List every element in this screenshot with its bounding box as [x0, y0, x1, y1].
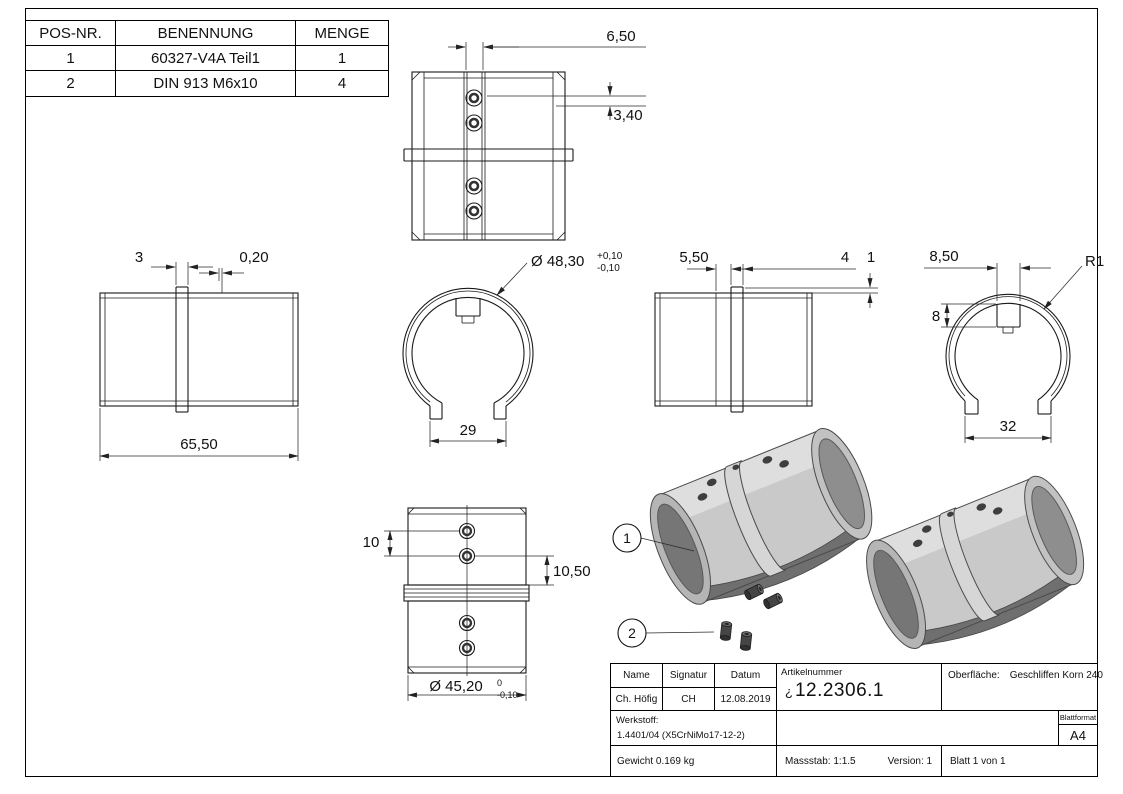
- view-front-bottom: 10 10,50 Ø 45,20 0 -0,10: [363, 505, 591, 701]
- dim-side-right-step: 1: [745, 249, 878, 308]
- dim-front-diameter: Ø 48,30 +0,10 -0,10: [496, 251, 623, 296]
- dim-side-left-step: 0,20: [199, 249, 269, 293]
- dim-text-dia-45-20-tol-plus: 0: [497, 678, 502, 688]
- balloon-1: 1: [612, 523, 695, 553]
- balloon-2-number: 2: [628, 625, 636, 641]
- dim-text-3-40: 3,40: [613, 107, 642, 124]
- parts-table-header-pos: POS-NR.: [26, 21, 116, 46]
- view-side-right: 5,50 4 1: [654, 249, 878, 413]
- blattformat-value: A4: [1070, 727, 1086, 743]
- sheet-border-frame: [25, 8, 1098, 777]
- dim-text-65-50: 65,50: [180, 436, 218, 453]
- dim-text-r1: R1: [1085, 253, 1104, 270]
- parts-table-header-menge: MENGE: [296, 21, 388, 46]
- dim-side-left-length: 65,50: [99, 408, 299, 461]
- parts-table-row1-qty: 1: [296, 46, 388, 71]
- parts-table-row1-name: 60327-V4A Teil1: [116, 46, 296, 71]
- dim-text-6-50: 6,50: [606, 28, 635, 45]
- dim-top-depth: 3,40: [487, 82, 646, 124]
- dim-text-dia-45-20: Ø 45,20: [429, 678, 482, 695]
- oberflaeche-value: Geschliffen Korn 240: [1009, 670, 1103, 681]
- dim-bottom-offset: 10,50: [475, 555, 591, 586]
- parts-table-header-benennung: BENENNUNG: [116, 21, 296, 46]
- dim-text-32: 32: [1000, 418, 1017, 435]
- dim-text-0-20: 0,20: [239, 249, 268, 266]
- dim-side-right-groove: 5,50: [679, 249, 744, 291]
- parts-table-row2-qty: 4: [337, 75, 347, 92]
- parts-table-row1-pos: 1: [26, 46, 116, 71]
- dim-circle-right-notch-width: 8,50: [924, 248, 1051, 301]
- balloon-1-number: 1: [623, 530, 631, 546]
- dim-text-dia-48-30: Ø 48,30: [531, 253, 584, 270]
- title-block-name-label: Name: [611, 664, 663, 688]
- blattformat-label: Blattformat: [1059, 711, 1097, 725]
- dim-top-slot-width: 6,50: [448, 28, 646, 70]
- werkstoff-label: Werkstoff:: [616, 715, 659, 726]
- dim-circle-right-fillet: R1: [1043, 253, 1104, 310]
- title-block-blattformat-cell: Blattformat A4: [1059, 711, 1097, 746]
- title-block-datum-value: 12.08.2019: [715, 688, 777, 711]
- title-block-name-value: Ch. Höfig: [611, 688, 663, 711]
- parts-table-row2-name: DIN 913 M6x10: [116, 71, 296, 96]
- dim-text-8-50: 8,50: [929, 248, 958, 265]
- iso-view-part2: [853, 468, 1100, 666]
- title-block-massstab-cell: Massstab: 1:1.5 Version: 1: [777, 746, 942, 776]
- dim-circle-right-slot: 32: [964, 416, 1052, 443]
- title-block-oberflaeche-cell: Oberfläche: Geschliffen Korn 240: [942, 664, 1103, 711]
- werkstoff-value: 1.4401/04 (X5CrNiMo17-12-2): [617, 730, 745, 741]
- parts-table: POS-NR. BENENNUNG MENGE 1 60327-V4A Teil…: [25, 20, 389, 97]
- artikelnummer-row: ¿12.2306.1: [785, 680, 884, 702]
- artikelnummer-value: 12.2306.1: [794, 680, 884, 701]
- view-front: Ø 48,30 +0,10 -0,10 29: [402, 251, 623, 447]
- logo-glyph: ¿: [785, 684, 793, 699]
- title-block-signatur-value: CH: [663, 688, 715, 711]
- title-block-werkstoff-cell: Werkstoff: 1.4401/04 (X5CrNiMo17-12-2): [611, 711, 777, 746]
- dim-front-slot: 29: [429, 421, 507, 447]
- dim-side-right-rib: 4: [742, 249, 856, 285]
- dim-text-4: 4: [841, 249, 849, 266]
- version-value: Version: 1: [887, 755, 933, 767]
- view-side-left: 3 0,20 65,50: [99, 249, 299, 461]
- title-block-blatt: Blatt 1 von 1: [950, 755, 1006, 767]
- dim-text-dia-48-30-tol-minus: -0,10: [597, 263, 620, 274]
- massstab-value: Massstab: 1:1.5: [785, 755, 856, 767]
- dim-bottom-diameter: Ø 45,20 0 -0,10: [407, 675, 527, 701]
- oberflaeche-label: Oberfläche:: [948, 670, 1000, 681]
- title-block-datum-label: Datum: [715, 664, 777, 688]
- dim-text-10: 10: [363, 534, 380, 551]
- dim-text-29: 29: [460, 422, 477, 439]
- dim-text-dia-45-20-tol-minus: -0,10: [497, 690, 518, 700]
- dim-text-dia-48-30-tol-plus: +0,10: [597, 251, 623, 262]
- dim-text-3: 3: [135, 249, 143, 266]
- view-top: 6,50 3,40: [403, 28, 646, 241]
- parts-table-row2-pos: 2: [26, 71, 116, 96]
- dim-text-8: 8: [932, 308, 940, 325]
- dim-circle-right-notch-depth: 8: [932, 303, 996, 328]
- dim-bottom-hole-spacing: 10: [363, 530, 459, 557]
- title-block-empty-cell: [777, 711, 1059, 746]
- view-circle-right: 8,50 R1 8 32: [924, 248, 1104, 443]
- title-block: Name Signatur Datum Artikelnummer ¿12.23…: [610, 663, 1103, 777]
- dim-text-1: 1: [867, 249, 875, 266]
- title-block-artikelnummer-cell: Artikelnummer ¿12.2306.1: [777, 664, 942, 711]
- title-block-gewicht: Gewicht 0.169 kg: [611, 746, 777, 776]
- artikelnummer-label: Artikelnummer: [781, 667, 843, 678]
- dim-side-left-rib: 3: [135, 249, 213, 285]
- balloon-2: 2: [617, 618, 715, 648]
- dim-text-10-50: 10,50: [553, 563, 591, 580]
- title-block-signatur-label: Signatur: [663, 664, 715, 688]
- dim-text-5-50: 5,50: [679, 249, 708, 266]
